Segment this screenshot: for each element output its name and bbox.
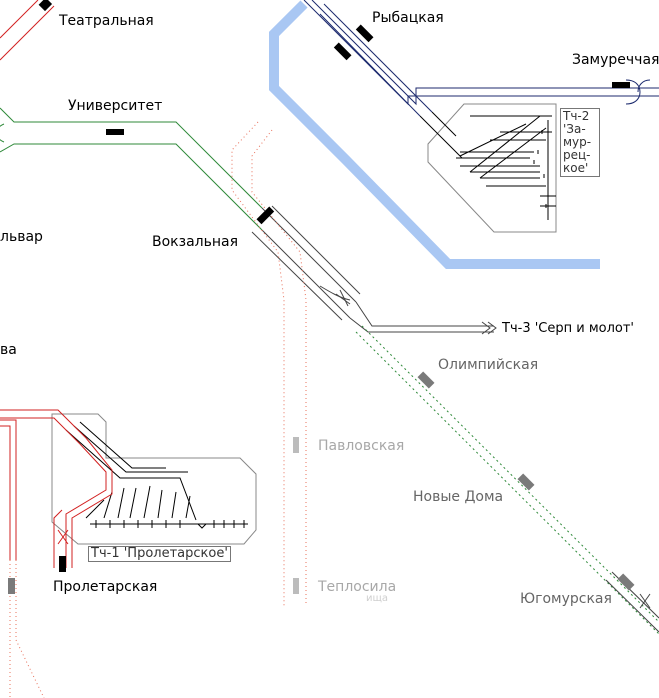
depot-label-tch2-line: рец- bbox=[563, 148, 591, 162]
depot-label-tch1: Тч-1 'Пролетарское' bbox=[88, 546, 231, 562]
navy-line bbox=[303, 0, 659, 117]
river bbox=[269, 0, 600, 269]
station-marker-universitet bbox=[106, 129, 124, 135]
depot-label-tch2-line: 'За- bbox=[563, 122, 586, 136]
station-marker-vokzalnaya bbox=[256, 206, 275, 225]
station-label-va: ва bbox=[0, 342, 17, 358]
station-marker-rybatskaya bbox=[355, 24, 374, 43]
yugomurskaya-tracks bbox=[605, 571, 659, 633]
station-label-rybatskaya: Рыбацкая bbox=[372, 10, 444, 26]
station-marker-teplosila bbox=[293, 578, 299, 594]
station-marker-novye-doma bbox=[517, 473, 535, 491]
station-marker-olimpiyskaya bbox=[417, 371, 435, 389]
station-marker-rybatskaya-2 bbox=[333, 42, 352, 61]
station-label-teplosila-tail: ища bbox=[366, 593, 389, 604]
station-label-olimpiyskaya: Олимпийская bbox=[438, 357, 539, 373]
red-line-top bbox=[0, 0, 55, 61]
depot-label-tch3: Тч-3 'Серп и молот' bbox=[502, 321, 634, 336]
station-label-bulvar: львар bbox=[0, 229, 43, 245]
depot-tch2 bbox=[419, 103, 557, 233]
station-marker-zamurechnaya bbox=[612, 82, 630, 88]
station-label-teatralnaya: Театральная bbox=[59, 13, 154, 29]
station-label-zamurechnaya: Замуреччая bbox=[572, 52, 659, 68]
station-label-yugomurskaya: Югомурская bbox=[520, 591, 612, 607]
station-label-proletarskaya: Пролетарская bbox=[53, 579, 158, 595]
station-label-universitet: Университет bbox=[68, 98, 163, 114]
station-label-pavlovskaya: Павловская bbox=[318, 438, 405, 454]
station-marker-proletarskaya bbox=[59, 556, 66, 572]
station-label-vokzalnaya: Вокзальная bbox=[152, 234, 239, 250]
station-marker-pavlovskaya bbox=[293, 437, 299, 453]
depot-label-tch2: Тч-2 'За- мур- рец- кое' bbox=[560, 108, 600, 177]
main-line bbox=[251, 205, 497, 335]
red-line-south bbox=[0, 409, 113, 568]
future-line bbox=[355, 325, 659, 635]
station-marker-teatralnaya bbox=[38, 0, 53, 12]
station-marker-left bbox=[8, 578, 15, 594]
depot-label-tch2-line: Тч-2 bbox=[563, 109, 590, 123]
green-line bbox=[0, 107, 263, 231]
planned-line bbox=[9, 121, 307, 698]
station-label-novye-doma: Новые Дома bbox=[413, 489, 504, 505]
depot-label-tch2-line: мур- bbox=[563, 135, 592, 149]
depot-tch1 bbox=[51, 413, 257, 545]
depot-label-tch2-line: кое' bbox=[563, 161, 589, 175]
station-label-teplosila: Теплосила bbox=[318, 579, 397, 595]
station-marker-yugomurskaya bbox=[617, 573, 635, 591]
station-markers bbox=[8, 0, 635, 594]
